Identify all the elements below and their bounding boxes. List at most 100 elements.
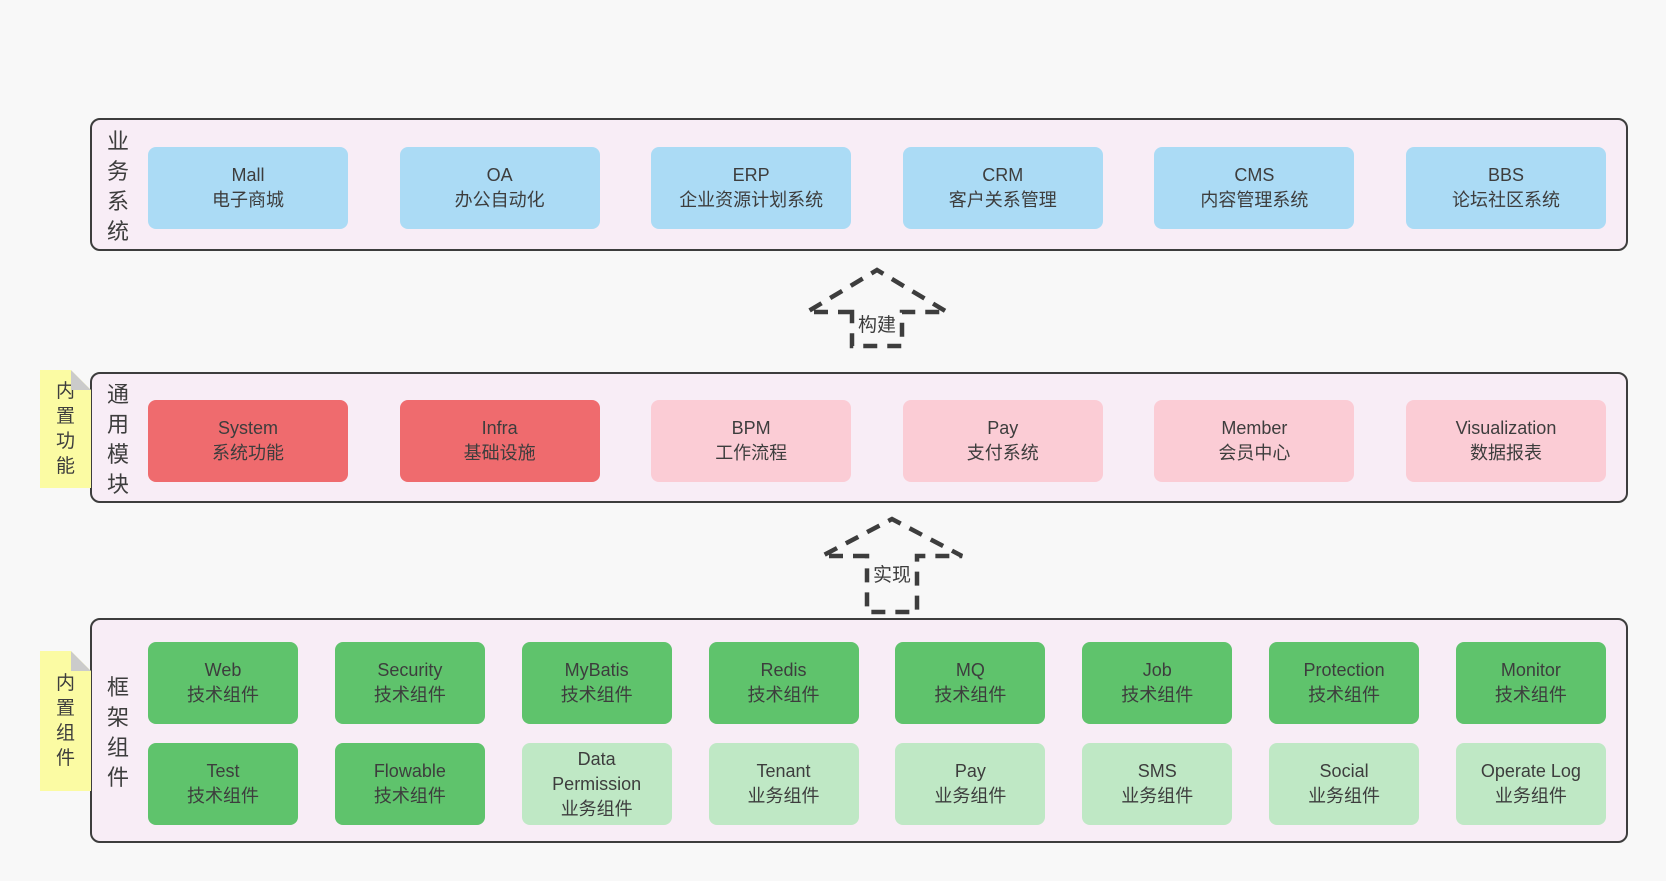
component-box-monitor: Monitor 技术组件 xyxy=(1455,642,1606,724)
component-box-line: Redis xyxy=(760,660,807,680)
implement-arrow: 实现 xyxy=(817,514,967,616)
component-box-line: 数据报表 xyxy=(1469,442,1542,463)
component-box-line: 技术组件 xyxy=(747,685,820,705)
component-box-line: MyBatis xyxy=(564,660,629,680)
component-box-line: 技术组件 xyxy=(934,685,1007,705)
framework-components-label: 框架组件 xyxy=(106,674,129,790)
component-box-line: Member xyxy=(1221,417,1288,438)
up-arrow-icon xyxy=(820,516,964,615)
component-box-mq: MQ 技术组件 xyxy=(895,642,1046,724)
component-box-line: Security xyxy=(377,660,443,680)
component-box-line: OA xyxy=(486,164,513,185)
component-box-line: BPM xyxy=(731,417,771,438)
component-box-line: Infra xyxy=(481,417,518,438)
component-box-mybatis: MyBatis 技术组件 xyxy=(521,642,672,724)
component-box-line: 内容管理系统 xyxy=(1200,189,1309,210)
up-arrow-icon xyxy=(798,267,956,349)
component-box-line: Web xyxy=(204,660,242,680)
component-box-visualization: Visualization 数据报表 xyxy=(1405,399,1606,482)
component-box-line: 业务组件 xyxy=(934,786,1007,806)
component-box-line: CRM xyxy=(982,164,1024,185)
component-box-cms: CMS 内容管理系统 xyxy=(1154,146,1355,229)
component-box-line: Monitor xyxy=(1500,660,1561,680)
component-box-line: 基础设施 xyxy=(463,442,536,463)
component-box-web: Web 技术组件 xyxy=(148,642,298,724)
build-arrow: 构建 xyxy=(798,266,956,350)
component-box-line: CMS xyxy=(1234,164,1275,185)
component-box-line: 论坛社区系统 xyxy=(1451,189,1560,210)
component-box-line: Protection xyxy=(1303,660,1385,680)
component-box-line: Permission xyxy=(552,773,642,794)
component-box-line: Data xyxy=(577,748,616,769)
business-systems-boxes: Mall 电子商城 OA 办公自动化 ERP 企业资源计划系统 CRM 客户关系管理 CMS 内容… xyxy=(144,120,1626,249)
component-box-infra: Infra 基础设施 xyxy=(399,399,600,482)
component-box-line: Flowable xyxy=(373,761,446,781)
component-box-test: Test 技术组件 xyxy=(148,743,298,825)
component-box-line: System xyxy=(217,417,278,438)
component-box-line: 技术组件 xyxy=(1308,685,1381,705)
component-box-line: 企业资源计划系统 xyxy=(679,189,824,210)
component-box-line: Job xyxy=(1142,660,1172,680)
component-box-line: 业务组件 xyxy=(747,786,820,806)
component-box-oa: OA 办公自动化 xyxy=(399,146,600,229)
business-systems-layer: 业务系统 Mall 电子商城 OA 办公自动化 ERP 企业资源计划系统 CRM 客户关系管理… xyxy=(90,118,1628,251)
component-box-line: Pay xyxy=(954,761,986,781)
component-box-job: Job 技术组件 xyxy=(1082,642,1233,724)
component-box-erp: ERP 企业资源计划系统 xyxy=(651,146,852,229)
component-box-line: Pay xyxy=(987,417,1019,438)
component-box-line: 电子商城 xyxy=(212,189,284,210)
component-box-security: Security 技术组件 xyxy=(334,642,485,724)
built-in-components-note: 内置组件 xyxy=(40,651,91,791)
component-box-line: 会员中心 xyxy=(1218,442,1291,463)
component-box-line: 业务组件 xyxy=(1121,786,1194,806)
component-box-line: 业务组件 xyxy=(560,798,633,819)
component-box-bbs: BBS 论坛社区系统 xyxy=(1405,146,1606,229)
component-box-line: Visualization xyxy=(1455,417,1557,438)
component-box-line: 支付系统 xyxy=(966,442,1039,463)
component-box-line: 技术组件 xyxy=(187,685,259,705)
component-box-line: 办公自动化 xyxy=(454,189,545,210)
built-in-features-note: 内置功能 xyxy=(40,370,91,488)
component-box-line: 工作流程 xyxy=(715,442,788,463)
component-box-line: 客户关系管理 xyxy=(948,189,1057,210)
component-box-crm: CRM 客户关系管理 xyxy=(902,146,1103,229)
component-box-flowable: Flowable 技术组件 xyxy=(334,743,485,825)
component-box-operate-log: Operate Log 业务组件 xyxy=(1455,743,1606,825)
component-box-line: 技术组件 xyxy=(187,786,259,806)
component-box-line: ERP xyxy=(732,164,770,185)
implement-arrow-label: 实现 xyxy=(872,565,911,586)
component-box-line: 业务组件 xyxy=(1308,786,1381,806)
component-box-line: 技术组件 xyxy=(373,786,446,806)
component-box-line: Test xyxy=(206,761,240,781)
component-box-protection: Protection 技术组件 xyxy=(1269,642,1420,724)
component-box-member: Member 会员中心 xyxy=(1154,399,1355,482)
business-systems-label: 业务系统 xyxy=(106,128,129,244)
component-box-line: 技术组件 xyxy=(1121,685,1194,705)
component-box-pay: Pay 支付系统 xyxy=(902,399,1103,482)
component-box-line: Operate Log xyxy=(1480,761,1581,781)
component-box-line: 技术组件 xyxy=(560,685,633,705)
component-box-line: 业务组件 xyxy=(1494,786,1567,806)
component-box-mall: Mall 电子商城 xyxy=(148,146,348,229)
component-box-line: BBS xyxy=(1487,164,1524,185)
component-box-line: 技术组件 xyxy=(373,685,446,705)
component-box-line: Mall xyxy=(231,164,265,185)
component-box-bpm: BPM 工作流程 xyxy=(651,399,852,482)
component-box-pay: Pay 业务组件 xyxy=(895,743,1046,825)
component-box-line: MQ xyxy=(955,660,985,680)
component-row: Mall 电子商城 OA 办公自动化 ERP 企业资源计划系统 CRM 客户关系管理 CMS 内容… xyxy=(148,146,1606,229)
framework-components-layer: 框架组件 Web 技术组件 Security 技术组件 MyBatis 技术组件 Redis… xyxy=(90,618,1628,843)
component-box-line: 技术组件 xyxy=(1494,685,1567,705)
common-modules-label: 通用模块 xyxy=(106,381,129,497)
